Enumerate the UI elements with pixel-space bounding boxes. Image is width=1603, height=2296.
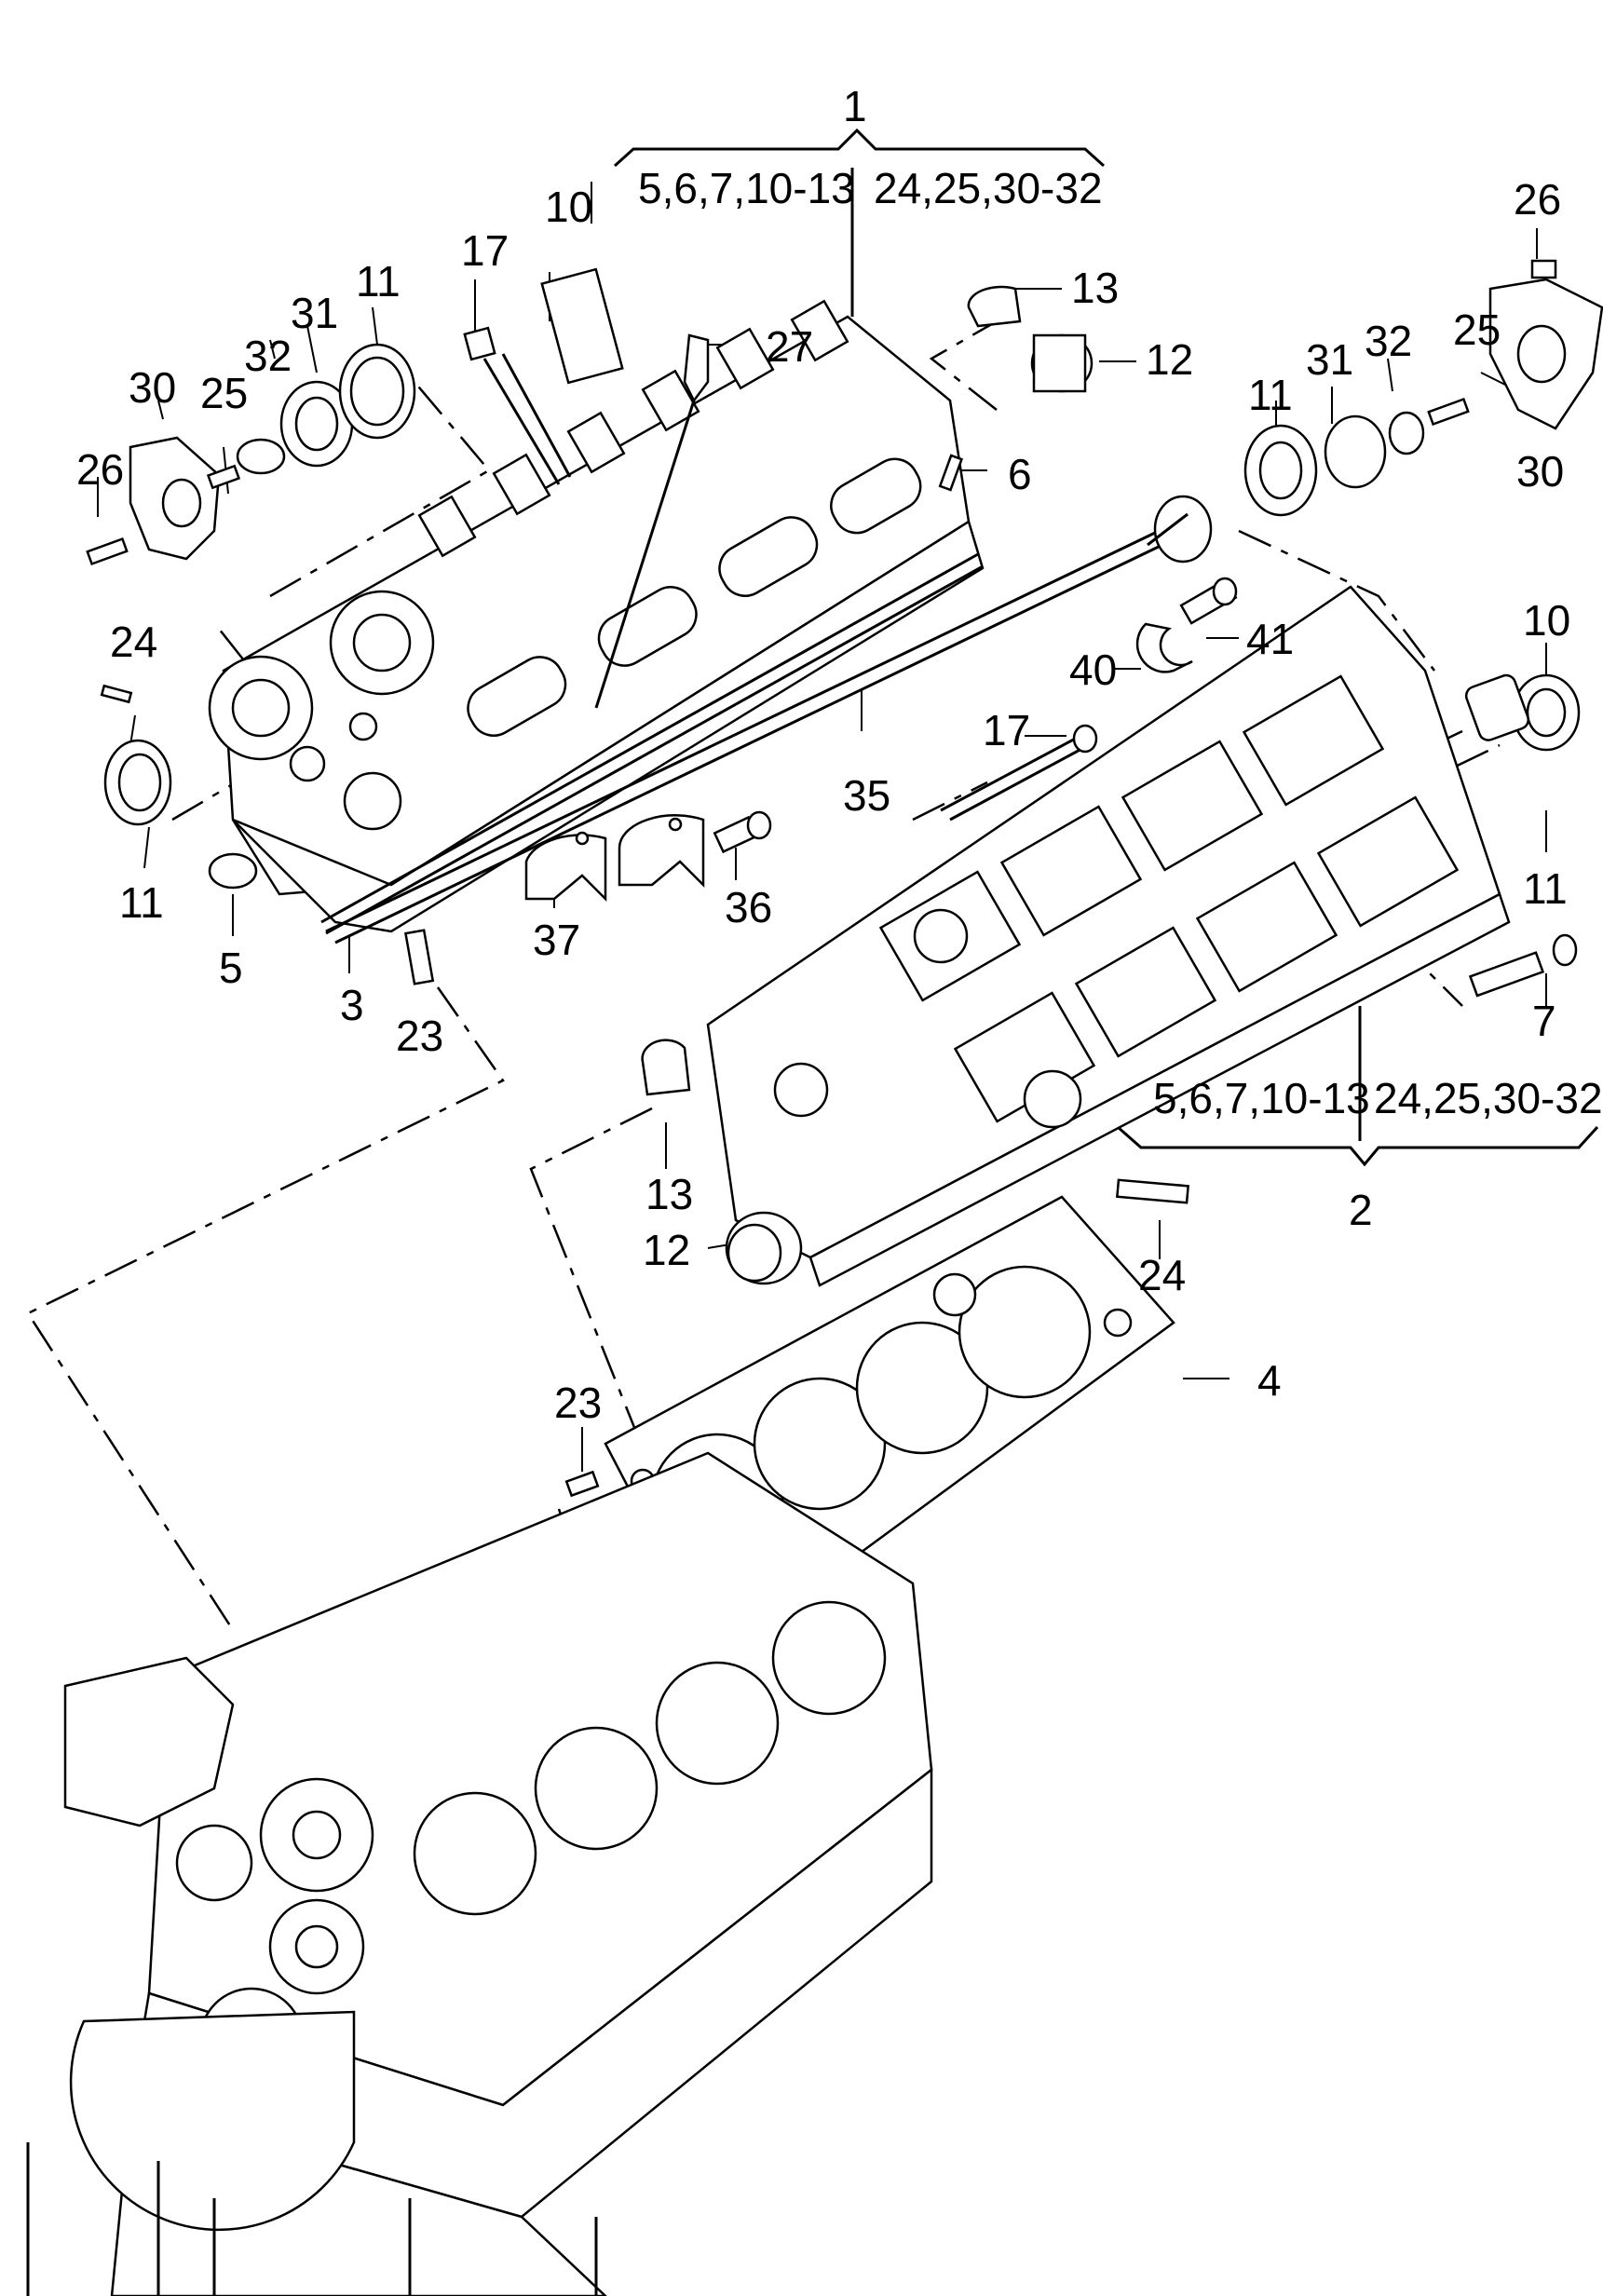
callout-1-group-b: 24,25,30-32 — [874, 164, 1103, 212]
plug-12-top — [1030, 333, 1094, 393]
callout-1: 1 — [843, 82, 867, 130]
callout-2-group-b: 24,25,30-32 — [1374, 1074, 1603, 1122]
callout-31-left: 31 — [291, 289, 338, 337]
callout-13-top: 13 — [1071, 264, 1119, 312]
valve-pockets — [878, 674, 1460, 1123]
callout-17-left: 17 — [461, 226, 509, 275]
callout-24-left: 24 — [110, 618, 157, 666]
callout-26-right: 26 — [1514, 175, 1561, 224]
callout-31-right: 31 — [1306, 335, 1353, 384]
dowel-23-lower — [564, 1470, 600, 1498]
callout-12-top: 12 — [1146, 335, 1193, 384]
cap-13-top — [967, 285, 1022, 328]
plug-10-left — [540, 267, 624, 385]
callout-32-right: 32 — [1365, 317, 1412, 365]
callout-12-bottom: 12 — [643, 1226, 690, 1274]
camshaft — [325, 495, 1213, 944]
callout-40: 40 — [1069, 645, 1117, 694]
oil-pipe-27 — [594, 333, 710, 709]
callout-32-left: 32 — [244, 332, 292, 380]
callout-37: 37 — [533, 916, 580, 964]
callout-25-right: 25 — [1453, 306, 1501, 354]
callout-11-right-bottom: 11 — [1523, 864, 1568, 913]
cylinder-head-left — [208, 299, 985, 935]
callout-35: 35 — [843, 771, 890, 820]
stud-6 — [938, 454, 964, 492]
left-cam-end-parts — [86, 343, 435, 985]
callout-2-group-a: 5,6,7,10-13 — [1153, 1074, 1370, 1122]
callout-2: 2 — [1349, 1186, 1373, 1234]
callout-27: 27 — [766, 322, 813, 371]
callout-24-right: 24 — [1138, 1251, 1186, 1299]
callout-25-left: 25 — [200, 369, 248, 417]
intake-ports — [467, 457, 922, 737]
callout-11-left-bottom: 11 — [119, 878, 164, 927]
callout-7: 7 — [1532, 997, 1556, 1045]
callout-30-right: 30 — [1516, 447, 1564, 496]
callout-4: 4 — [1257, 1356, 1282, 1405]
callout-30-left: 30 — [129, 363, 176, 412]
callout-5: 5 — [219, 944, 243, 992]
callout-11-right-top: 11 — [1248, 371, 1293, 419]
right-head-parts — [641, 259, 1603, 1285]
bolt-36 — [713, 810, 772, 854]
callout-23-bottom: 23 — [554, 1379, 602, 1427]
engine-block — [26, 1451, 933, 2296]
callout-1-group-a: 5,6,7,10-13 — [638, 164, 855, 212]
callout-11-left-top: 11 — [356, 257, 401, 306]
callout-26-left: 26 — [76, 445, 124, 494]
callout-17-right: 17 — [983, 706, 1030, 754]
callout-6: 6 — [1008, 450, 1032, 498]
head-bolt-left — [463, 326, 572, 485]
callout-13-bottom: 13 — [645, 1170, 693, 1218]
cylinder-head-right — [706, 585, 1511, 1287]
camshaft-guide-segments — [524, 814, 705, 903]
cam-bearing-row — [417, 299, 849, 558]
callout-labels: 1 5,6,7,10-13 24,25,30-32 2 5,6,7,10-13 … — [76, 82, 1603, 1427]
callout-36: 36 — [725, 883, 772, 931]
callout-23-top: 23 — [396, 1012, 443, 1060]
callout-3: 3 — [340, 981, 364, 1029]
callout-10-left: 10 — [545, 183, 592, 231]
callout-10-right: 10 — [1523, 596, 1570, 645]
callout-41: 41 — [1246, 615, 1294, 663]
